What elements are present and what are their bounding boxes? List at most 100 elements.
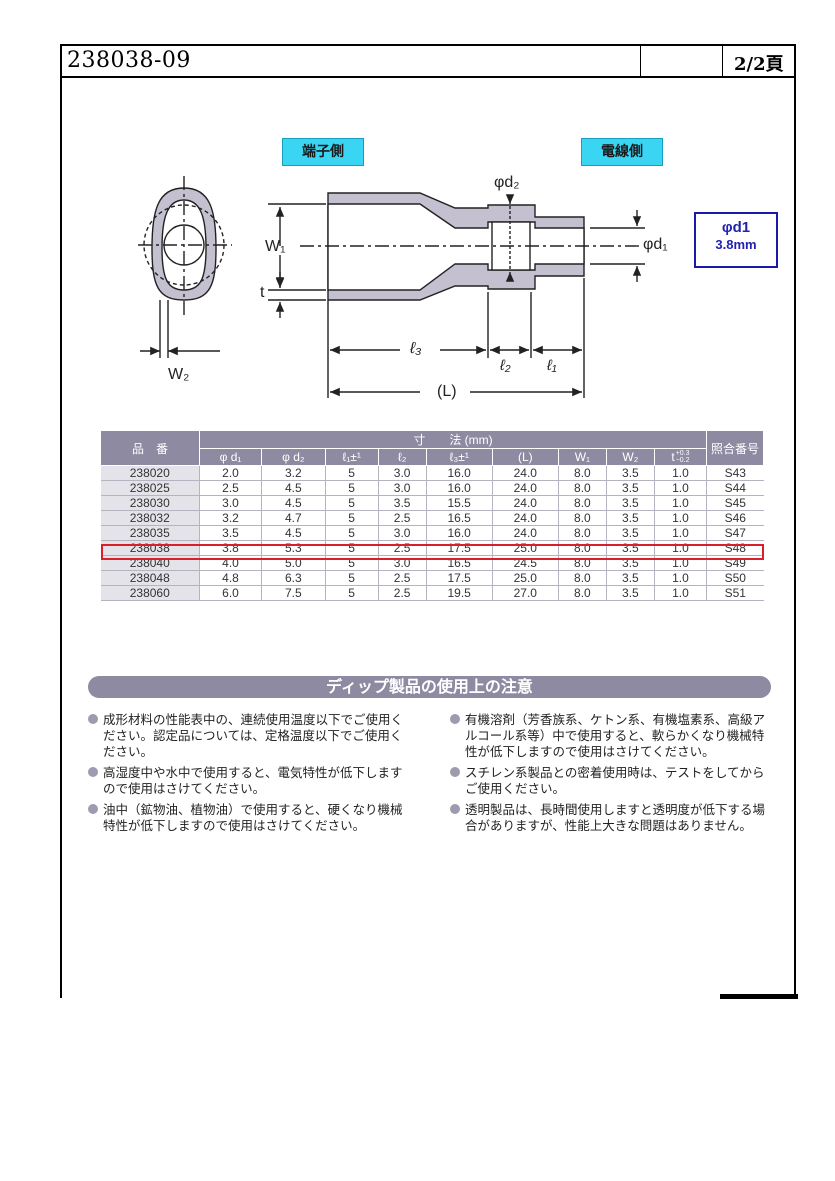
- table-cell: 25.0: [491, 570, 559, 586]
- bullet-icon: [450, 767, 460, 777]
- part-number-cell: 238030: [100, 495, 200, 511]
- table-cell: 1.0: [653, 495, 707, 511]
- table-cell: 1.0: [653, 480, 707, 496]
- l2-label: ℓ₂: [500, 357, 511, 374]
- table-cell: 1.0: [653, 510, 707, 526]
- table-cell: 8.0: [557, 570, 607, 586]
- title-block-page-cell: [722, 46, 794, 76]
- table-cell: 3.0: [377, 525, 427, 541]
- table-cell: 8.0: [557, 495, 607, 511]
- l3-label: ℓ₃: [410, 340, 422, 357]
- table-cell: 8.0: [557, 465, 607, 481]
- table-cell: 16.5: [425, 510, 493, 526]
- table-cell: 3.2: [261, 465, 326, 481]
- col-t-sub: −0.2: [675, 457, 690, 465]
- notes-right: 有機溶剤（芳香族系、ケトン系、有機塩素系、高級アルコール系等）中で使用すると、軟…: [450, 712, 775, 839]
- table-cell: 5: [324, 495, 379, 511]
- terminal-side-label: 端子側: [282, 138, 364, 166]
- w2-label: W₂: [168, 366, 190, 383]
- col-l1: ℓ₁±¹: [324, 448, 379, 466]
- table-cell: S43: [706, 465, 764, 481]
- length-label: (L): [437, 383, 457, 400]
- table-cell: 3.5: [377, 495, 427, 511]
- table-cell: 2.5: [377, 510, 427, 526]
- note-item: 成形材料の性能表中の、連続使用温度以下でご使用ください。認定品については、定格温…: [88, 712, 408, 760]
- d1-callout-label: φd1: [721, 219, 751, 236]
- table-cell: 3.5: [605, 570, 655, 586]
- header-part-number: 品 番: [100, 430, 200, 466]
- table-cell: 4.8: [199, 570, 262, 586]
- table-cell: 4.7: [261, 510, 326, 526]
- d1-callout-box: φd1 3.8mm: [694, 212, 778, 268]
- document-number: 238038-09: [67, 48, 191, 73]
- col-L: (L): [491, 448, 559, 466]
- table-cell: 24.0: [491, 495, 559, 511]
- bullet-icon: [450, 804, 460, 814]
- col-w2: W₂: [605, 448, 655, 466]
- wire-side-label: 電線側: [581, 138, 663, 166]
- col-d1: φ d₁: [199, 448, 262, 466]
- part-number-cell: 238035: [100, 525, 200, 541]
- table-cell: 3.5: [605, 510, 655, 526]
- col-w1: W₁: [557, 448, 607, 466]
- part-number-cell: 238020: [100, 465, 200, 481]
- table-cell: 4.5: [261, 525, 326, 541]
- table-cell: 17.5: [425, 570, 493, 586]
- w1-label: W₁: [265, 238, 286, 255]
- header-reference: 照合番号: [706, 430, 764, 466]
- table-cell: 1.0: [653, 585, 707, 601]
- table-cell: 2.5: [377, 570, 427, 586]
- part-number-cell: 238032: [100, 510, 200, 526]
- notice-title-bar: ディップ製品の使用上の注意: [88, 676, 771, 698]
- table-cell: 2.5: [199, 480, 262, 496]
- table-cell: 8.0: [557, 480, 607, 496]
- part-number-cell: 238060: [100, 585, 200, 601]
- note-item: 透明製品は、長時間使用しますと透明度が低下する場合がありますが、性能上大きな問題…: [450, 802, 775, 834]
- t-label: t: [260, 284, 265, 301]
- table-cell: 3.5: [605, 495, 655, 511]
- part-number-cell: 238025: [100, 480, 200, 496]
- table-cell: 5: [324, 465, 379, 481]
- table-cell: 27.0: [491, 585, 559, 601]
- table-cell: 2.5: [377, 585, 427, 601]
- note-item: 有機溶剤（芳香族系、ケトン系、有機塩素系、高級アルコール系等）中で使用すると、軟…: [450, 712, 775, 760]
- table-cell: 3.5: [605, 480, 655, 496]
- dimension-drawing: [138, 176, 645, 398]
- end-view: [138, 176, 232, 358]
- table-cell: 3.5: [605, 585, 655, 601]
- table-cell: 5: [324, 525, 379, 541]
- table-cell: 16.0: [425, 525, 493, 541]
- col-t-main: t: [671, 449, 675, 464]
- table-cell: 8.0: [557, 585, 607, 601]
- part-number-cell: 238048: [100, 570, 200, 586]
- col-l2: ℓ₂: [377, 448, 427, 466]
- page-frame: 238038-09 2/2頁: [60, 44, 796, 998]
- table-cell: S46: [706, 510, 764, 526]
- table-cell: 16.0: [425, 465, 493, 481]
- bullet-icon: [88, 767, 98, 777]
- bullet-icon: [450, 714, 460, 724]
- bullet-icon: [88, 804, 98, 814]
- table-cell: 6.0: [199, 585, 262, 601]
- table-cell: 8.0: [557, 525, 607, 541]
- bottom-edge-bar: [720, 994, 798, 999]
- table-cell: 1.0: [653, 525, 707, 541]
- table-cell: 24.0: [491, 465, 559, 481]
- table-cell: 3.2: [199, 510, 262, 526]
- table-cell: 1.0: [653, 570, 707, 586]
- table-cell: 19.5: [425, 585, 493, 601]
- col-t-sup: +0.3: [675, 450, 690, 458]
- table-cell: S51: [706, 585, 764, 601]
- table-cell: 3.0: [377, 480, 427, 496]
- highlighted-row-frame: [101, 544, 764, 560]
- table-cell: 3.5: [605, 525, 655, 541]
- table-cell: 24.0: [491, 480, 559, 496]
- table-cell: 15.5: [425, 495, 493, 511]
- title-block-empty-cell: [640, 46, 722, 76]
- table-cell: 24.0: [491, 510, 559, 526]
